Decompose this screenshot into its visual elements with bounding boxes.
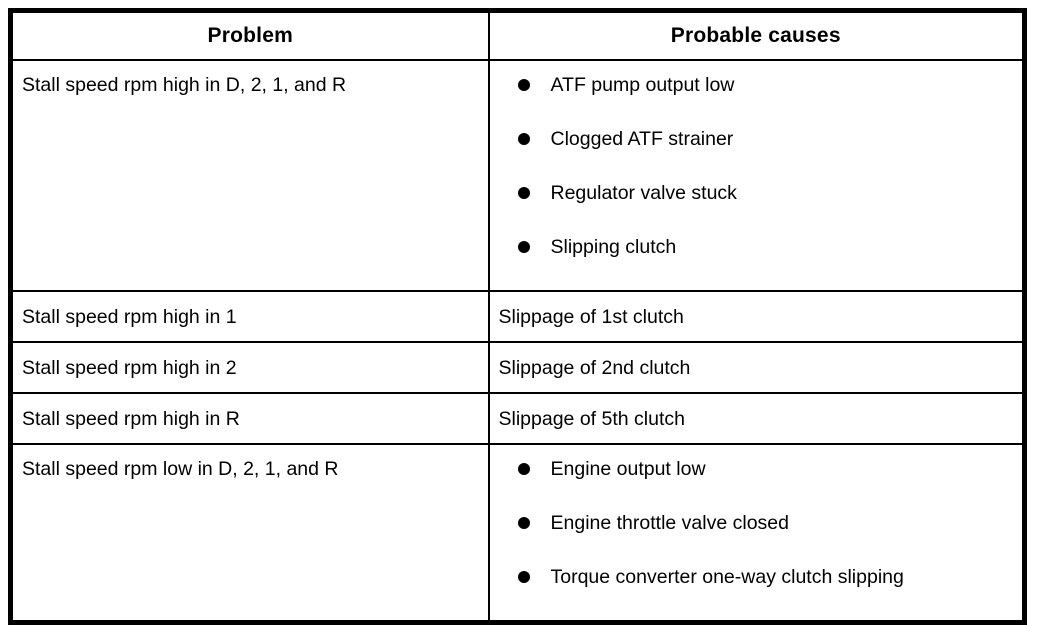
bullet-icon <box>517 187 530 199</box>
table-row: Stall speed rpm high in R Slippage of 5t… <box>9 392 1026 445</box>
column-header-problem: Problem <box>9 9 490 61</box>
cause-text: Regulator valve stuck <box>550 182 737 204</box>
cause-item: Torque converter one-way clutch slipping <box>517 566 1019 588</box>
table-row: Stall speed rpm high in 1 Slippage of 1s… <box>9 290 1026 343</box>
troubleshooting-table: Problem Probable causes Stall speed rpm … <box>8 8 1027 625</box>
cause-text: Torque converter one-way clutch slipping <box>550 566 904 588</box>
bullet-icon <box>517 517 530 529</box>
table-row: Stall speed rpm low in D, 2, 1, and R En… <box>9 443 1026 624</box>
bullet-icon <box>517 571 530 583</box>
problem-cell: Stall speed rpm high in 1 <box>9 290 490 343</box>
table-header-row: Problem Probable causes <box>9 9 1026 61</box>
bullet-icon <box>517 463 530 475</box>
cause-item: ATF pump output low <box>517 74 1019 96</box>
cause-text: Clogged ATF strainer <box>550 128 734 150</box>
cause-item: Engine throttle valve closed <box>517 512 1019 534</box>
problem-cell: Stall speed rpm high in D, 2, 1, and R <box>9 59 490 292</box>
causes-cell: Engine output low Engine throttle valve … <box>487 443 1026 624</box>
cause-text: Engine output low <box>550 458 706 480</box>
cause-item: Regulator valve stuck <box>517 182 1019 204</box>
cause-item: Engine output low <box>517 458 1019 480</box>
causes-cell: ATF pump output low Clogged ATF strainer… <box>487 59 1026 292</box>
problem-cell: Stall speed rpm high in R <box>9 392 490 445</box>
column-header-probable-causes: Probable causes <box>487 9 1026 61</box>
causes-cell: Slippage of 2nd clutch <box>487 341 1026 394</box>
cause-item: Slipping clutch <box>517 236 1019 258</box>
problem-cell: Stall speed rpm low in D, 2, 1, and R <box>9 443 490 624</box>
table-row: Stall speed rpm high in D, 2, 1, and R A… <box>9 59 1026 292</box>
cause-text: Slipping clutch <box>550 236 677 258</box>
manual-page: Problem Probable causes Stall speed rpm … <box>8 8 1027 625</box>
bullet-icon <box>517 241 530 253</box>
cause-text: Engine throttle valve closed <box>550 512 789 534</box>
problem-cell: Stall speed rpm high in 2 <box>9 341 490 394</box>
causes-cell: Slippage of 5th clutch <box>487 392 1026 445</box>
causes-cell: Slippage of 1st clutch <box>487 290 1026 343</box>
bullet-icon <box>517 133 530 145</box>
cause-text: ATF pump output low <box>550 74 735 96</box>
table-row: Stall speed rpm high in 2 Slippage of 2n… <box>9 341 1026 394</box>
bullet-icon <box>517 79 530 91</box>
cause-item: Clogged ATF strainer <box>517 128 1019 150</box>
